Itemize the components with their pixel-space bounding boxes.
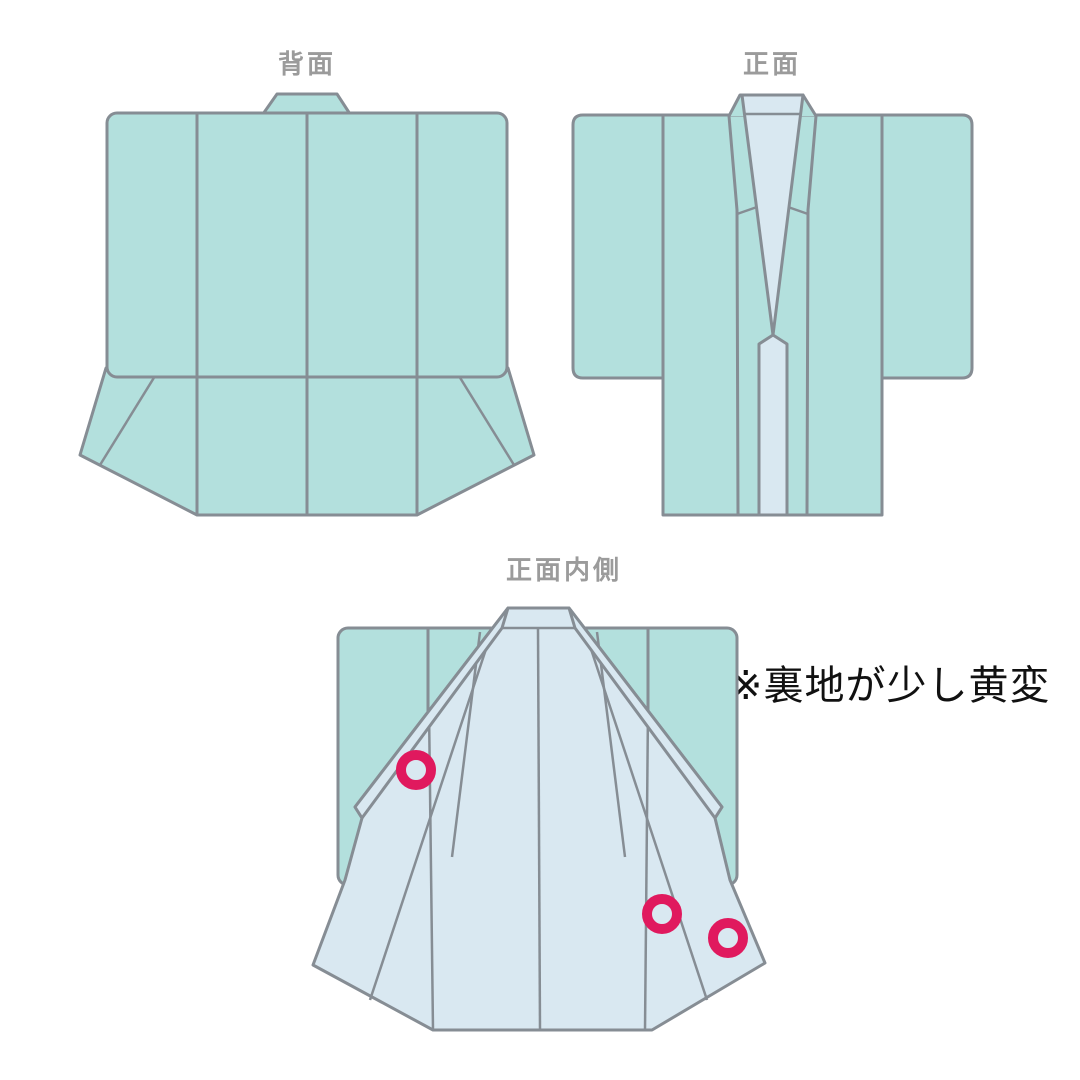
front-sleeve-right xyxy=(880,113,974,380)
back-skirt-fold-left xyxy=(98,375,157,466)
back-collar xyxy=(261,92,352,116)
back-view-label: 背面 xyxy=(277,49,337,79)
front-inner-strip xyxy=(757,333,789,517)
defect-markers xyxy=(396,750,748,958)
inside-fold-right-short xyxy=(595,631,627,858)
inside-okumi-wing-left xyxy=(353,606,510,820)
inside-fold-left-diagonal xyxy=(368,639,491,1001)
back-skirt-seams xyxy=(195,378,419,515)
front-collar-seam-right xyxy=(787,205,809,216)
inside-center-seam xyxy=(536,628,542,1031)
front-inside-view-drawing xyxy=(311,606,767,1032)
inside-fold-left-short xyxy=(450,631,482,858)
front-sleeve-left xyxy=(571,113,665,380)
inside-fold-right-vertical xyxy=(643,707,650,1031)
front-view-drawing xyxy=(571,93,974,517)
back-view-drawing xyxy=(78,92,536,517)
back-body-seams xyxy=(195,114,419,377)
front-collar-seam-left xyxy=(736,205,758,216)
front-view-label: 正面 xyxy=(742,49,802,79)
defect-marker xyxy=(708,918,748,958)
defect-marker xyxy=(396,750,436,790)
condition-note: ※裏地が少し黄変 xyxy=(729,664,1051,708)
back-skirt-fold-right xyxy=(457,375,516,466)
front-neck-opening xyxy=(740,93,805,337)
inside-fold-right-diagonal xyxy=(586,639,709,1001)
front-inside-view-label: 正面内側 xyxy=(505,555,623,585)
defect-marker xyxy=(642,894,682,934)
inside-okumi-wing-right xyxy=(567,606,724,820)
front-collar-band-right xyxy=(805,115,818,516)
front-collar-band-left xyxy=(727,115,740,516)
